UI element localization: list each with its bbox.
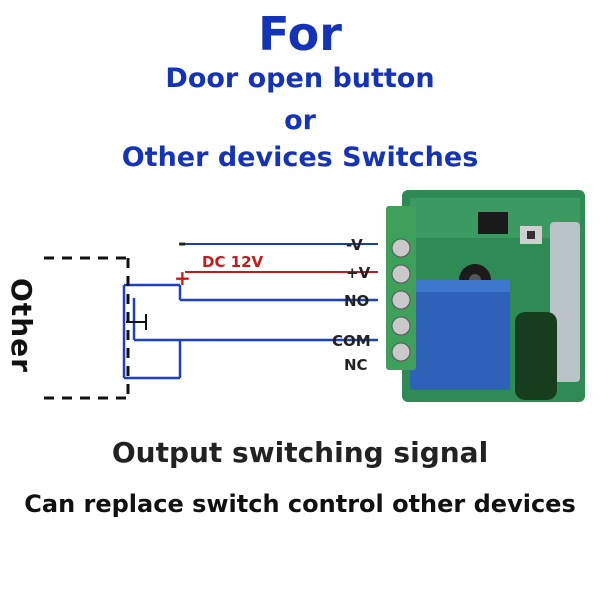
terminal-screw-1	[391, 238, 411, 258]
terminal-label-com: COM	[332, 332, 371, 350]
output-switching-caption: Output switching signal	[111, 436, 489, 469]
title-door-open-button: Door open button	[165, 63, 435, 94]
replace-switch-caption: Can replace switch control other devices	[24, 490, 576, 518]
title-or: or	[284, 105, 316, 136]
antenna-coil	[515, 312, 557, 400]
title-for: For	[258, 7, 342, 61]
push-button-cap	[527, 231, 535, 239]
relay-module	[386, 190, 585, 402]
voltage-label: DC 12V	[202, 253, 264, 271]
title-other-devices-switches: Other devices Switches	[121, 142, 479, 173]
plus-sign: +	[174, 266, 191, 290]
terminal-label-neg-v: -V	[346, 236, 363, 254]
minus-sign: -	[178, 231, 186, 255]
ic-chip	[478, 212, 508, 234]
terminal-label-nc: NC	[344, 356, 368, 374]
other-device-label: Other Device	[0, 269, 38, 381]
terminal-label-no: NO	[344, 292, 369, 310]
receiver-module	[550, 222, 580, 382]
terminal-label-pos-v: +V	[346, 264, 371, 282]
terminal-screw-5	[391, 342, 411, 362]
terminal-screw-3	[391, 290, 411, 310]
relay-block	[410, 280, 510, 390]
relay-top-edge	[410, 280, 510, 292]
terminal-screw-4	[391, 316, 411, 336]
terminal-screw-2	[391, 264, 411, 284]
